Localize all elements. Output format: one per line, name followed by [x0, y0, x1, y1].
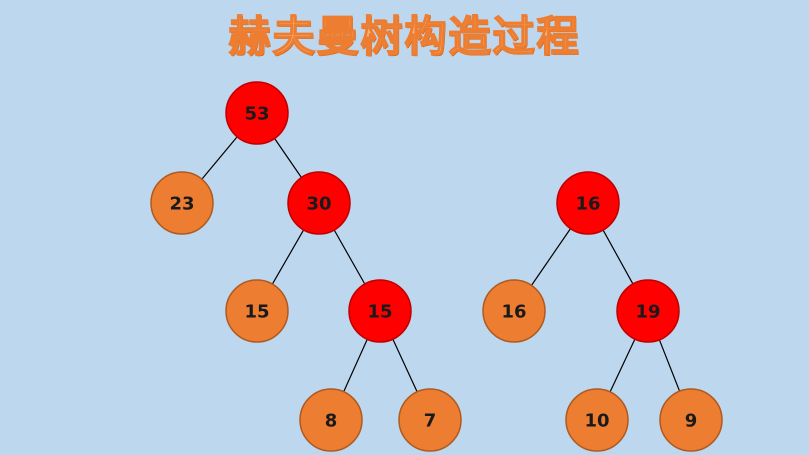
- internal-node: 15: [348, 279, 412, 343]
- tree-edge: [392, 338, 418, 393]
- node-circle: [659, 388, 723, 452]
- slide-title: 赫夫曼树构造过程: [228, 11, 581, 62]
- internal-node: 19: [616, 279, 680, 343]
- node-weight: 16: [575, 194, 600, 215]
- node-weight: 23: [169, 194, 194, 215]
- leaf-node: 23: [150, 171, 214, 235]
- node-weight: 10: [584, 411, 609, 432]
- tree-edge: [333, 229, 366, 285]
- node-circle: [565, 388, 629, 452]
- tree-edge: [531, 228, 571, 286]
- node-weight: 8: [325, 411, 338, 432]
- node-weight: 9: [685, 411, 698, 432]
- tree-edge: [201, 136, 238, 180]
- leaf-node: 9: [659, 388, 723, 452]
- leaf-node: 16: [482, 279, 546, 343]
- node-circle: [616, 279, 680, 343]
- internal-node: 30: [287, 171, 351, 235]
- leaf-node: 8: [299, 388, 363, 452]
- node-weight: 7: [424, 411, 437, 432]
- node-weight: 19: [635, 302, 660, 323]
- tree-edge: [274, 138, 302, 178]
- leaf-node: 10: [565, 388, 629, 452]
- tree-nodes: 23 15 8 7 15 30 53 16 10 9 19 16: [150, 81, 723, 452]
- node-circle: [299, 388, 363, 452]
- node-weight: 53: [244, 104, 269, 125]
- leaf-node: 15: [225, 279, 289, 343]
- node-circle: [556, 171, 620, 235]
- tree-edge: [343, 339, 368, 392]
- node-weight: 15: [367, 302, 392, 323]
- tree-edge: [271, 229, 305, 285]
- internal-node: 16: [556, 171, 620, 235]
- node-circle: [150, 171, 214, 235]
- tree-edge: [609, 338, 636, 393]
- internal-node: 53: [225, 81, 289, 145]
- node-weight: 15: [244, 302, 269, 323]
- node-circle: [225, 81, 289, 145]
- node-weight: 30: [306, 194, 331, 215]
- node-circle: [225, 279, 289, 343]
- node-circle: [287, 171, 351, 235]
- tree-edges: [201, 136, 681, 393]
- node-weight: 16: [501, 302, 526, 323]
- node-circle: [398, 388, 462, 452]
- node-circle: [348, 279, 412, 343]
- node-circle: [482, 279, 546, 343]
- tree-edge: [658, 339, 681, 392]
- tree-edge: [602, 229, 634, 285]
- leaf-node: 7: [398, 388, 462, 452]
